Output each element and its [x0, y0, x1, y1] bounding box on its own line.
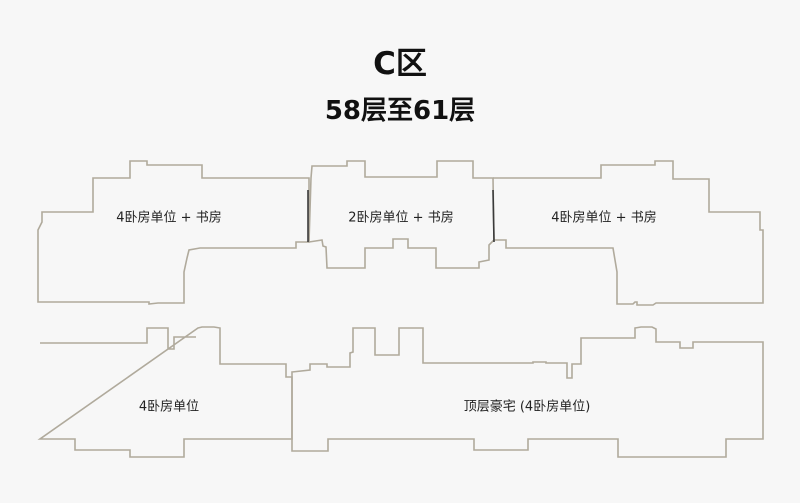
unit-label-top-left: 4卧房单位 + 书房: [116, 210, 222, 226]
unit-top-right-outline: [493, 160, 764, 306]
unit-top-middle-outline: [308, 160, 495, 269]
unit-label-top-right: 4卧房单位 + 书房: [551, 210, 657, 226]
unit-top-left-outline: [37, 160, 310, 305]
zone-title: C区: [373, 46, 427, 82]
divider-wall-right: [492, 189, 495, 243]
floor-range-subtitle: 58层至61层: [324, 96, 476, 126]
unit-label-bottom-left: 4卧房单位: [138, 399, 200, 415]
unit-label-top-middle: 2卧房单位 + 书房: [348, 210, 454, 226]
unit-bottom-right-outline: [291, 326, 764, 458]
unit-bottom-left-outline: [37, 326, 293, 458]
unit-label-bottom-right: 顶层豪宅 (4卧房单位): [463, 399, 591, 415]
